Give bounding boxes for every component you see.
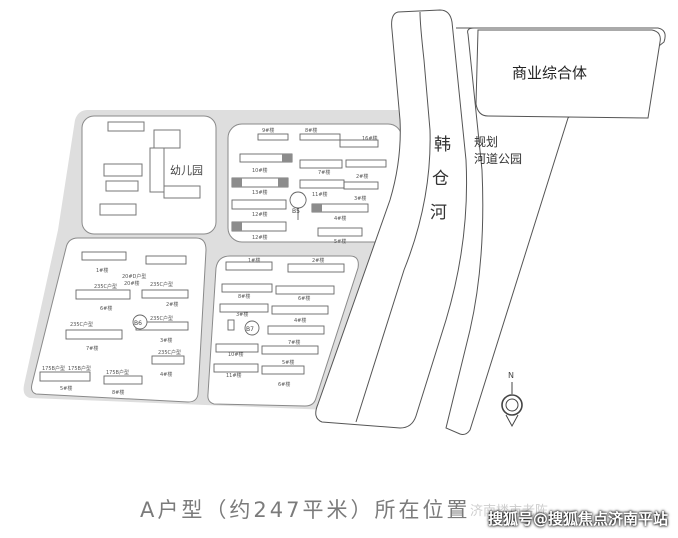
river-name: 韩 仓 河 bbox=[430, 135, 451, 223]
svg-text:2#楼: 2#楼 bbox=[356, 173, 368, 180]
svg-text:6#楼: 6#楼 bbox=[298, 295, 310, 302]
svg-text:3#楼: 3#楼 bbox=[160, 337, 172, 344]
se-buildings bbox=[213, 261, 345, 375]
kindergarten-label: 幼儿园 bbox=[170, 164, 203, 177]
svg-text:8#楼: 8#楼 bbox=[238, 293, 250, 300]
svg-text:5#楼: 5#楼 bbox=[60, 385, 72, 392]
ne-dark-units bbox=[232, 154, 322, 231]
block-sw bbox=[31, 237, 207, 403]
svg-text:7#楼: 7#楼 bbox=[86, 345, 98, 352]
watermark-faint: 济南楼市老陈 bbox=[470, 504, 549, 519]
svg-text:11#楼: 11#楼 bbox=[312, 191, 328, 198]
commercial-label: 商业综合体 bbox=[512, 64, 587, 82]
svg-text:235C户型: 235C户型 bbox=[150, 281, 173, 288]
svg-text:6#楼: 6#楼 bbox=[278, 381, 290, 388]
svg-text:9#楼: 9#楼 bbox=[262, 127, 274, 134]
svg-text:B6: B6 bbox=[134, 320, 142, 327]
svg-text:8#楼: 8#楼 bbox=[112, 389, 124, 396]
sw-unit-type-labels: 235C户型 20#D户型 235C户型 235C户型 235C户型 235C户… bbox=[42, 273, 181, 376]
watermark: 搜狐号@搜狐焦点济南平站 bbox=[487, 510, 668, 528]
b5-marker: B5 bbox=[289, 191, 307, 221]
park-area bbox=[445, 27, 666, 435]
svg-text:4#楼: 4#楼 bbox=[160, 371, 172, 378]
se-building-labels: 1#楼 2#楼 8#楼 6#楼 3#楼 4#楼 7#楼 10#楼 11#楼 5#… bbox=[226, 257, 324, 388]
svg-text:175B户型: 175B户型 bbox=[106, 369, 129, 376]
svg-text:235C户型: 235C户型 bbox=[158, 349, 181, 356]
park-label: 规划 河道公园 bbox=[474, 134, 522, 166]
svg-text:175B户型: 175B户型 bbox=[42, 365, 65, 372]
svg-text:1#楼: 1#楼 bbox=[96, 267, 108, 274]
svg-text:20#D户型: 20#D户型 bbox=[122, 273, 146, 280]
svg-text:10#楼: 10#楼 bbox=[252, 167, 268, 174]
b6-marker: B6 bbox=[132, 314, 148, 330]
river-inner-line bbox=[355, 11, 431, 423]
svg-text:12#楼: 12#楼 bbox=[252, 234, 268, 241]
svg-text:8#楼: 8#楼 bbox=[305, 127, 317, 134]
svg-text:韩: 韩 bbox=[434, 135, 451, 155]
block-se bbox=[207, 255, 359, 407]
map-caption: A户型（约247平米）所在位置 bbox=[140, 498, 471, 522]
svg-text:7#楼: 7#楼 bbox=[318, 169, 330, 176]
svg-text:B5: B5 bbox=[292, 208, 300, 215]
svg-text:2#楼: 2#楼 bbox=[166, 301, 178, 308]
svg-text:1#楼: 1#楼 bbox=[248, 257, 260, 264]
svg-text:16#楼: 16#楼 bbox=[362, 135, 378, 142]
svg-text:5#楼: 5#楼 bbox=[334, 238, 346, 245]
svg-text:B7: B7 bbox=[246, 326, 254, 333]
svg-text:12#楼: 12#楼 bbox=[252, 211, 268, 218]
svg-text:N: N bbox=[508, 371, 514, 380]
svg-text:4#楼: 4#楼 bbox=[334, 215, 346, 222]
svg-text:2#楼: 2#楼 bbox=[312, 257, 324, 264]
svg-text:6#楼: 6#楼 bbox=[100, 305, 112, 312]
b7-marker: B7 bbox=[244, 320, 260, 336]
svg-text:13#楼: 13#楼 bbox=[252, 189, 268, 196]
svg-text:规划: 规划 bbox=[474, 134, 498, 149]
svg-text:7#楼: 7#楼 bbox=[288, 339, 300, 346]
svg-text:235C户型: 235C户型 bbox=[150, 315, 173, 322]
svg-text:3#楼: 3#楼 bbox=[236, 311, 248, 318]
svg-text:235C户型: 235C户型 bbox=[70, 321, 93, 328]
svg-text:235C户型: 235C户型 bbox=[94, 283, 117, 290]
svg-text:175B户型: 175B户型 bbox=[68, 365, 91, 372]
kindergarten-buildings bbox=[99, 121, 201, 216]
commercial-complex bbox=[475, 29, 661, 119]
svg-text:11#楼: 11#楼 bbox=[226, 372, 242, 379]
north-arrow: N bbox=[501, 371, 523, 428]
svg-text:河道公园: 河道公园 bbox=[474, 152, 522, 166]
svg-text:河: 河 bbox=[430, 203, 447, 223]
svg-text:4#楼: 4#楼 bbox=[294, 317, 306, 324]
svg-text:10#楼: 10#楼 bbox=[228, 351, 244, 358]
svg-text:5#楼: 5#楼 bbox=[282, 359, 294, 366]
ne-building-labels: 9#楼 8#楼 10#楼 16#楼 7#楼 13#楼 11#楼 2#楼 12#楼… bbox=[252, 127, 378, 245]
svg-text:20#楼: 20#楼 bbox=[124, 280, 140, 287]
sw-building-labels: 1#楼 20#楼 2#楼 6#楼 3#楼 7#楼 4#楼 5#楼 8#楼 bbox=[60, 267, 178, 396]
svg-text:仓: 仓 bbox=[432, 169, 449, 189]
svg-text:3#楼: 3#楼 bbox=[354, 195, 366, 202]
